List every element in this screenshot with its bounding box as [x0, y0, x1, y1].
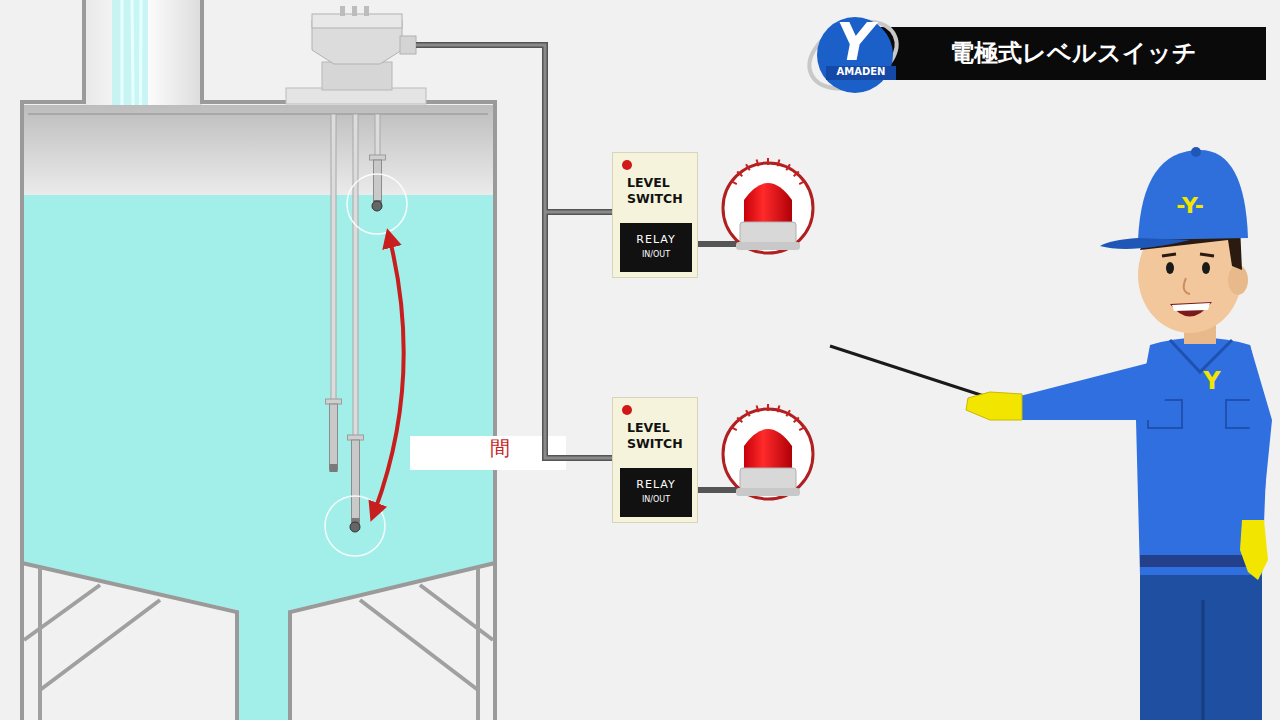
shirt-mark: Y: [1198, 368, 1226, 394]
electrode-collar: [348, 435, 364, 440]
beacon-ray: [737, 171, 742, 176]
logo-text: AMADEN: [826, 66, 896, 77]
beacon-ray: [794, 417, 799, 422]
distance-label: 間: [480, 437, 520, 459]
beacon-wire: [697, 487, 742, 493]
electrode-collar: [326, 399, 342, 404]
eye: [1166, 262, 1174, 274]
beacon-ray: [731, 181, 737, 184]
beacon-ray: [778, 160, 780, 167]
trousers: [1140, 560, 1262, 720]
beacon-foot: [736, 488, 800, 496]
beacon-wire: [697, 241, 742, 247]
beacon-ray: [757, 406, 759, 413]
beacon-ring: [723, 163, 813, 253]
beacon-ray: [786, 410, 790, 416]
beacon: [723, 158, 813, 253]
indicator-led: [622, 160, 632, 170]
io-text: IN/OUT: [622, 248, 690, 262]
electrode-tip: [352, 440, 360, 524]
beacon-ray: [799, 427, 805, 430]
collar: [1170, 340, 1232, 372]
beacon-ring: [723, 409, 813, 499]
electrode-tip: [374, 160, 382, 206]
eye: [1202, 262, 1210, 274]
beacon-base: [740, 222, 796, 244]
beacon-dome: [744, 429, 792, 468]
beacon-ray: [731, 427, 737, 430]
electrode-tip: [330, 404, 338, 470]
beacon-ray: [786, 164, 790, 170]
cable-gland: [400, 36, 416, 54]
relay-box: RELAYIN/OUT: [620, 223, 692, 272]
highlight-ring: [347, 174, 407, 234]
beacon-foot: [736, 242, 800, 250]
teeth: [1172, 303, 1210, 311]
beacon-base: [740, 468, 796, 490]
diagram-title: 電極式レベルスイッチ: [880, 27, 1266, 80]
electrodes: [325, 114, 407, 556]
indicator-led: [622, 405, 632, 415]
relay-text: RELAY: [622, 477, 690, 493]
title-band: [880, 27, 1266, 80]
electrode-dot: [350, 522, 360, 532]
logo-letter: Y: [832, 14, 878, 71]
trouser-seam: [1202, 600, 1205, 720]
electrode-dot: [372, 201, 382, 211]
cable: [416, 45, 612, 458]
cable-inner: [416, 45, 612, 458]
ear: [1228, 265, 1248, 295]
cap-brim: [1100, 238, 1190, 249]
switch-name: LEVEL SWITCH: [627, 175, 693, 207]
character: [830, 147, 1272, 720]
beacon-ray: [799, 181, 805, 184]
tank: [22, 0, 495, 720]
pipe-wall: [200, 0, 204, 104]
level-switch-box: LEVEL SWITCH RELAYIN/OUT: [612, 152, 698, 278]
head-cap: [312, 14, 402, 28]
arm-left: [1020, 360, 1165, 420]
beacon-ray: [746, 164, 750, 170]
logo-swoosh: [799, 8, 908, 101]
terminal: [364, 6, 369, 16]
io-text: IN/OUT: [622, 493, 690, 507]
level-switch-box: LEVEL SWITCH RELAYIN/OUT: [612, 397, 698, 523]
beacon: [723, 404, 813, 499]
distance-arrow: [372, 232, 404, 518]
relay-text: RELAY: [622, 232, 690, 248]
glove-left: [966, 392, 1022, 420]
beacon-ray: [757, 160, 759, 167]
relay-box: RELAYIN/OUT: [620, 468, 692, 517]
glove-right: [1240, 520, 1268, 580]
nose: [1184, 278, 1190, 294]
electrode-collar: [370, 155, 386, 160]
tank-inner-line: [28, 113, 488, 115]
brow: [1162, 254, 1214, 256]
beacon-ray: [794, 171, 799, 176]
cap-mark: -Y-: [1150, 194, 1230, 218]
arm-right: [1244, 345, 1272, 520]
beacon-ray: [746, 410, 750, 416]
tank-outline: [22, 102, 495, 720]
beacon-ray: [767, 158, 769, 165]
tank-legs: [24, 568, 493, 720]
terminal: [352, 6, 357, 16]
pipe-wall: [82, 0, 86, 104]
pointer-stick: [830, 346, 990, 398]
beacon-ray: [737, 417, 742, 422]
beacon-ray: [767, 404, 769, 411]
switch-name: LEVEL SWITCH: [627, 420, 693, 452]
gas-space: [24, 105, 493, 197]
cap: [1138, 150, 1248, 240]
beacon-dome: [744, 183, 792, 222]
cap-button: [1191, 147, 1201, 157]
beacon-ray: [778, 406, 780, 413]
head-base: [322, 62, 392, 90]
mouth: [1170, 302, 1212, 317]
terminal: [340, 6, 345, 16]
electrode-end: [330, 464, 338, 472]
